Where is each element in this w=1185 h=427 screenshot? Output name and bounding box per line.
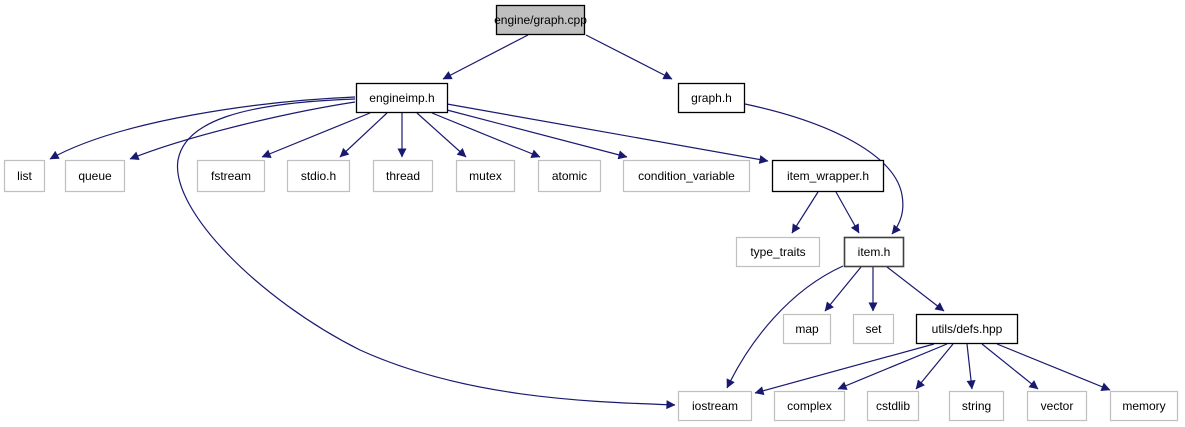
edge-engineimp-h-to-atomic — [431, 112, 541, 158]
edge-utils-defs-hpp-to-vector — [981, 343, 1039, 390]
edge-engineimp-h-to-fstream — [261, 112, 371, 158]
node-box — [1026, 390, 1088, 422]
node-label: engineimp.h — [369, 91, 434, 105]
edges-layer — [49, 34, 1111, 410]
node-type-traits: type_traits — [735, 236, 821, 268]
node-stdio-h: stdio.h — [286, 159, 351, 193]
node-string: string — [948, 390, 1005, 422]
node-box — [64, 159, 126, 193]
node-label: set — [865, 322, 882, 336]
edge-engineimp-h-to-iostream — [176, 98, 676, 410]
node-iostream: iostream — [677, 390, 753, 422]
node-box — [622, 159, 751, 193]
node-label: item.h — [858, 245, 891, 259]
node-memory: memory — [1109, 390, 1179, 422]
node-box — [355, 82, 449, 114]
edge-item-h-to-iostream — [726, 265, 844, 389]
node-label: graph.h — [691, 91, 732, 105]
node-item-wrapper-h[interactable]: item_wrapper.h — [771, 159, 885, 193]
node-box — [372, 159, 434, 193]
node-label: stdio.h — [301, 169, 336, 183]
node-mutex: mutex — [455, 159, 516, 193]
node-cstdlib: cstdlib — [866, 390, 920, 422]
node-item-h[interactable]: item.h — [843, 236, 905, 268]
node-fstream: fstream — [196, 159, 266, 193]
node-box — [843, 236, 905, 268]
node-label: iostream — [692, 399, 738, 413]
edge-graph-cpp-to-engineimp-h — [442, 34, 529, 80]
node-box — [915, 313, 1019, 345]
node-label: thread — [386, 169, 420, 183]
edge-engineimp-h-to-condition-variable — [446, 109, 628, 160]
edge-graph-h-to-item-h — [744, 103, 904, 235]
node-box — [537, 159, 602, 193]
edge-item-h-to-map — [824, 266, 862, 312]
edge-item-h-to-utils-defs-hpp — [886, 266, 945, 312]
node-vector: vector — [1026, 390, 1088, 422]
node-graph-cpp[interactable]: engine/graph.cpp — [494, 4, 587, 36]
node-label: type_traits — [750, 245, 805, 259]
edge-utils-defs-hpp-to-string — [966, 343, 976, 390]
node-box — [771, 159, 885, 193]
node-box — [866, 390, 920, 422]
edge-engineimp-h-to-queue — [129, 101, 356, 161]
edge-item-wrapper-h-to-type-traits — [791, 191, 819, 234]
node-box — [782, 313, 832, 345]
edge-utils-defs-hpp-to-cstdlib — [915, 343, 954, 390]
edge-item-wrapper-h-to-item-h — [835, 191, 860, 234]
edge-graph-cpp-to-graph-h — [585, 34, 673, 80]
node-set: set — [852, 313, 895, 345]
edge-engineimp-h-to-list — [49, 96, 356, 160]
node-label: map — [795, 322, 819, 336]
node-label: vector — [1041, 399, 1074, 413]
node-graph-h[interactable]: graph.h — [677, 82, 746, 114]
node-box — [196, 159, 266, 193]
node-box — [948, 390, 1005, 422]
nodes-layer: engine/graph.cpp engineimp.h graph.h list qu… — [3, 4, 1179, 422]
edge-utils-defs-hpp-to-memory — [996, 343, 1111, 391]
node-box — [773, 390, 846, 422]
node-label: queue — [78, 169, 112, 183]
node-complex: complex — [773, 390, 846, 422]
node-thread: thread — [372, 159, 434, 193]
node-condition-variable: condition_variable — [622, 159, 751, 193]
node-label: utils/defs.hpp — [932, 322, 1003, 336]
node-label: condition_variable — [638, 169, 735, 183]
node-box — [852, 313, 895, 345]
edge-engineimp-h-to-item-wrapper-h — [446, 103, 769, 164]
node-label: mutex — [469, 169, 502, 183]
node-map: map — [782, 313, 832, 345]
node-atomic: atomic — [537, 159, 602, 193]
edge-engineimp-h-to-mutex — [416, 112, 467, 158]
node-utils-defs-hpp[interactable]: utils/defs.hpp — [915, 313, 1019, 345]
node-queue: queue — [64, 159, 126, 193]
edge-engineimp-h-to-stdio-h — [339, 112, 388, 158]
node-label: cstdlib — [876, 399, 910, 413]
node-box — [3, 159, 46, 193]
node-label: list — [17, 169, 32, 183]
node-box — [677, 390, 753, 422]
node-box — [677, 82, 746, 114]
node-label: item_wrapper.h — [787, 169, 869, 183]
node-label: string — [962, 399, 991, 413]
node-label: complex — [787, 399, 832, 413]
node-engineimp-h[interactable]: engineimp.h — [355, 82, 449, 114]
edge-utils-defs-hpp-to-iostream — [754, 343, 935, 396]
node-box — [735, 236, 821, 268]
node-label: fstream — [211, 169, 251, 183]
node-label: memory — [1122, 399, 1165, 413]
node-label: atomic — [552, 169, 587, 183]
edge-utils-defs-hpp-to-complex — [837, 343, 948, 390]
node-box — [286, 159, 351, 193]
node-box — [495, 4, 586, 36]
node-box — [455, 159, 516, 193]
node-list: list — [3, 159, 46, 193]
node-label: engine/graph.cpp — [494, 13, 587, 27]
node-box — [1109, 390, 1179, 422]
